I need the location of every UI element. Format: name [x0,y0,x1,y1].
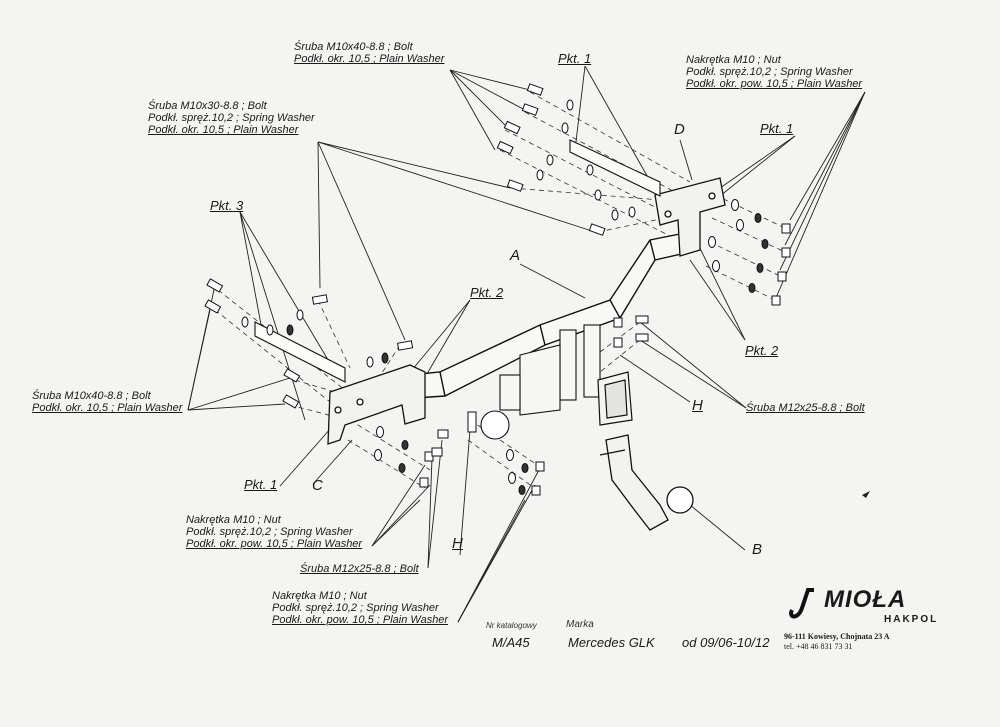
part-c-label: C [312,477,323,494]
pkt1-top-label: Pkt. 1 [558,51,592,66]
pkt2-right-label: Pkt. 2 [745,343,779,358]
brand-logo: MIOŁA HAKPOL [786,586,946,632]
left-bracket-c [327,364,426,445]
pkt1-left-label: Pkt. 1 [244,477,278,492]
catalog-number-caption: Nr katalogowy [486,621,537,630]
catalog-make: Mercedes GLK [568,635,655,650]
callout-nut-bottom-2: Nakrętka M10 ; Nut Podkł. spręż.10,2 ; S… [272,590,449,626]
tow-ball-b [599,434,694,531]
right-bracket-d [654,177,726,257]
washer-set-right [708,199,791,306]
fasteners [204,83,791,496]
callout-bolt-top-center: Śruba M10x40-8.8 ; Bolt Podkł. okr. 10,5… [294,41,445,65]
part-a-label: A [510,247,521,264]
part-h-right-label: H [692,397,703,414]
callout-nut-bottom-1: Nakrętka M10 ; Nut Podkł. spręż.10,2 ; S… [186,514,363,550]
bolt-set-left [204,278,414,409]
part-d-label: D [674,121,685,138]
brand-phone: tel. +48 46 831 73 31 [784,642,853,651]
pkt1-right-label: Pkt. 1 [760,121,794,136]
callout-nut-top-right: Nakrętka M10 ; Nut Podkł. spręż.10,2 ; S… [686,54,863,90]
callout-bolt-top-left: Śruba M10x30-8.8 ; Bolt Podkł. spręż.10,… [148,100,315,136]
brand-name: MIOŁA [824,586,907,613]
catalog-dates: od 09/06-10/12 [682,635,770,650]
pkt3-label: Pkt. 3 [210,198,244,213]
part-h-bottom-label: H [452,535,463,552]
callout-bolt-right: Śruba M12x25-8.8 ; Bolt [746,402,865,414]
socket-bracket [480,324,601,440]
part-b-label: B [752,541,763,558]
scan-mark [862,491,870,498]
side-plates [254,139,661,383]
callout-bolt-left: Śruba M10x40-8.8 ; Bolt Podkł. okr. 10,5… [32,390,183,414]
washer-set-top [536,99,636,221]
receiver-h [597,371,633,426]
brand-hook-icon [789,588,814,619]
catalog-make-caption: Marka [566,619,594,630]
washer-set-bottom [374,315,649,496]
brand-address: 96-111 Kowiesy, Chojnata 23 A [784,632,890,641]
brand-sub: HAKPOL [884,614,939,625]
callout-bolt-bottom: Śruba M12x25-8.8 ; Bolt [300,563,419,575]
bolt-set-top [496,83,606,236]
assembly-guides [214,91,786,493]
pkt2-center-label: Pkt. 2 [470,285,504,300]
catalog-number: M/A45 [492,635,530,650]
